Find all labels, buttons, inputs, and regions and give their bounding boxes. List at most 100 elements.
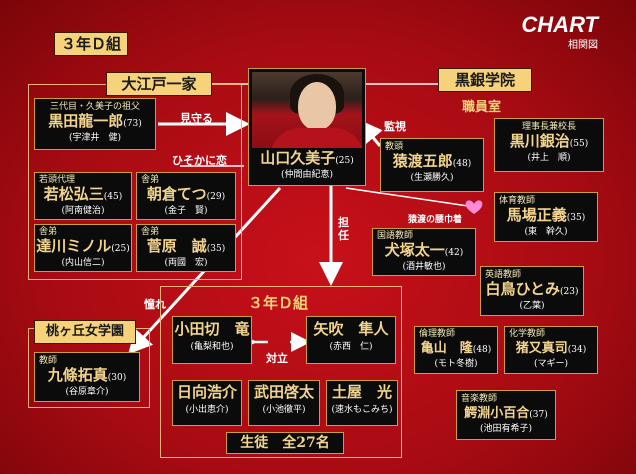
person-inomata[interactable]: 化学教師 猪又真司(34) (マギー)	[504, 326, 598, 374]
person-age: (73)	[123, 119, 142, 129]
person-age: (29)	[206, 192, 226, 202]
person-actor: (モト冬樹)	[434, 359, 478, 369]
rel-hisoka: ひそかに恋	[172, 154, 227, 167]
person-name: 白鳥ひとみ	[485, 280, 561, 298]
person-age: (30)	[107, 373, 127, 383]
rel-tairitsu: 対立	[266, 352, 288, 365]
person-age: (35)	[206, 244, 226, 254]
person-age: (55)	[569, 139, 589, 149]
person-asakura[interactable]: 舎弟 朝倉てつ(29) (金子 賢)	[136, 172, 236, 220]
person-role: 教頭	[385, 142, 404, 152]
student-actor: (赤西 仁)	[329, 342, 373, 352]
person-role: 教師	[39, 356, 58, 366]
student-takeda[interactable]: 武田啓太 (小池徹平)	[248, 380, 320, 426]
line-baba-love	[345, 187, 469, 207]
person-role: 体育教師	[499, 196, 536, 206]
person-shiratori[interactable]: 英語教師 白鳥ひとみ(23) (乙葉)	[480, 266, 584, 316]
person-age: (48)	[452, 159, 472, 169]
person-name: 菅原 誠	[146, 237, 207, 255]
person-role: 舎弟	[141, 227, 160, 237]
person-age: (48)	[472, 345, 492, 355]
person-name: 猿渡五郎	[392, 152, 453, 170]
center-age: (25)	[335, 156, 354, 166]
person-actor: (生瀬勝久)	[410, 173, 454, 183]
person-role: 舎弟	[39, 227, 58, 237]
group-kurogin: 黒銀学院	[438, 68, 532, 92]
person-age: (34)	[567, 345, 587, 355]
student-name: 小田切 竜	[174, 320, 250, 338]
person-kujo[interactable]: 教師 九條拓真(30) (谷原章介)	[34, 352, 140, 402]
person-actor: (両國 宏)	[164, 258, 208, 268]
rel-kanshi: 監視	[384, 120, 406, 133]
person-name: 黒川銀治	[509, 132, 570, 150]
person-sugawara[interactable]: 舎弟 菅原 誠(35) (両國 宏)	[136, 224, 236, 272]
person-name: 猪又真司	[515, 341, 568, 356]
heart-icon	[465, 200, 483, 214]
person-age: (25)	[111, 244, 130, 254]
rel-baba-love: 猿渡の腰巾着	[408, 215, 463, 225]
student-name: 矢吹 隼人	[313, 320, 389, 338]
person-name: 鰐淵小百合	[464, 406, 530, 421]
person-actor: (マギー)	[533, 359, 569, 369]
student-hinata[interactable]: 日向浩介 (小出恵介)	[172, 380, 242, 426]
group-momo: 桃ヶ丘女学園	[34, 320, 136, 344]
rel-mimamoru: 見守る	[180, 112, 213, 125]
person-kuroda[interactable]: 三代目・久美子の祖父 黒田龍一郎(73) (宇津井 健)	[34, 98, 156, 150]
class3d-frame	[160, 286, 402, 458]
center-photo	[252, 72, 362, 148]
brand-subtitle: 相関図	[568, 40, 598, 51]
student-yabuki[interactable]: 矢吹 隼人 (赤西 仁)	[306, 316, 396, 364]
person-age: (37)	[529, 410, 548, 420]
person-role: 音楽教師	[461, 394, 498, 404]
person-role: 国語教師	[377, 231, 414, 241]
student-name: 武田啓太	[253, 383, 314, 401]
person-age: (45)	[103, 192, 123, 202]
student-tsuchiya[interactable]: 土屋 光 (速水もこみち)	[326, 380, 398, 426]
group-oedo: 大江戸一家	[106, 72, 212, 96]
person-actor: (宇津井 健)	[68, 133, 122, 143]
brand: CHART 相関図	[498, 12, 598, 52]
person-name: 亀山 隆	[420, 341, 473, 356]
student-actor: (亀梨和也)	[190, 342, 234, 352]
person-center[interactable]: 山口久美子(25) (仲間由紀恵)	[248, 68, 366, 186]
class-tag: ３年Ｄ組	[54, 32, 128, 56]
person-name: 達川ミノル	[36, 237, 112, 255]
center-name: 山口久美子	[260, 149, 336, 167]
person-role: 倫理教師	[419, 329, 456, 339]
person-actor: (金子 賢)	[164, 206, 208, 216]
student-actor: (小出恵介)	[185, 405, 229, 415]
person-sawatari[interactable]: 教頭 猿渡五郎(48) (生瀬勝久)	[380, 138, 484, 192]
student-name: 日向浩介	[176, 383, 237, 401]
person-actor: (池田有希子)	[479, 424, 533, 434]
person-tatsukawa[interactable]: 舎弟 達川ミノル(25) (内山信二)	[34, 224, 132, 272]
person-wanibuchi[interactable]: 音楽教師 鰐淵小百合(37) (池田有希子)	[456, 390, 556, 440]
person-wakamatsu[interactable]: 若頭代理 若松弘三(45) (阿南健治)	[34, 172, 132, 220]
person-name: 九條拓真	[47, 366, 108, 384]
rel-tannin: 担任	[338, 216, 349, 242]
group-shokuin: 職員室	[462, 100, 502, 115]
person-kurokawa[interactable]: 理事長兼校長 黒川銀治(55) (井上 順)	[494, 118, 604, 172]
person-baba[interactable]: 体育教師 馬場正義(35) (東 幹久)	[494, 192, 598, 242]
person-name: 朝倉てつ	[146, 185, 207, 203]
person-name: 馬場正義	[506, 206, 567, 224]
person-actor: (東 幹久)	[524, 227, 568, 237]
person-actor: (内山信二)	[61, 258, 105, 268]
students-total: 生徒 全27名	[226, 432, 344, 454]
person-kameyama[interactable]: 倫理教師 亀山 隆(48) (モト冬樹)	[414, 326, 498, 374]
person-actor: (酒井敏也)	[402, 262, 446, 272]
student-actor: (速水もこみち)	[331, 405, 393, 415]
person-inuzuka[interactable]: 国語教師 犬塚太一(42) (酒井敏也)	[372, 228, 476, 276]
person-role: 舎弟	[141, 175, 160, 185]
person-name: 黒田龍一郎	[48, 112, 124, 130]
center-actor: (仲間由紀恵)	[280, 170, 334, 180]
student-name: 土屋 光	[331, 383, 392, 401]
person-role: 化学教師	[509, 329, 546, 339]
person-role: 英語教師	[485, 270, 522, 280]
student-odagiri[interactable]: 小田切 竜 (亀梨和也)	[172, 316, 252, 364]
person-actor: (阿南健治)	[61, 206, 105, 216]
person-name: 犬塚太一	[384, 241, 445, 259]
person-actor: (乙葉)	[519, 301, 545, 311]
person-actor: (井上 順)	[527, 153, 571, 163]
group-class3d: ３年Ｄ組	[248, 294, 309, 312]
brand-title: CHART	[521, 12, 598, 37]
